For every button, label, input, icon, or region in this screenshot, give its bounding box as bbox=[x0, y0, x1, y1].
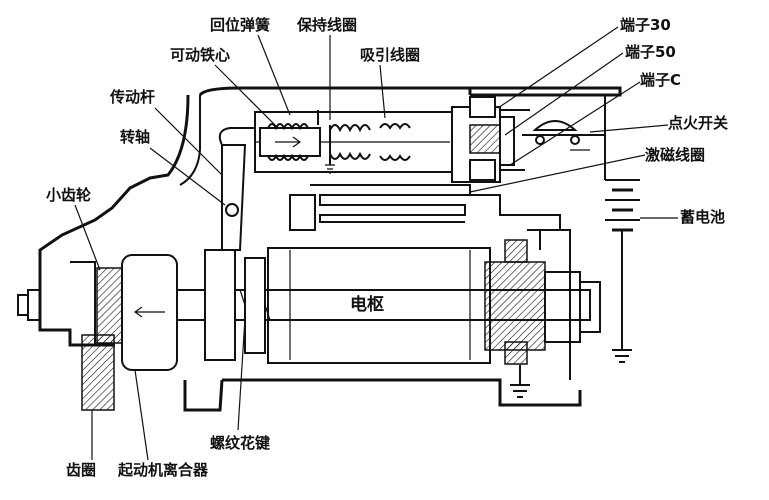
field-coil bbox=[289, 184, 561, 231]
labels: 回位弹簧 保持线圈 可动铁心 吸引线圈 传动杆 转轴 小齿轮 端子30 端子50… bbox=[46, 16, 728, 479]
label-field-coil: 激磁线圈 bbox=[645, 146, 705, 164]
clutch bbox=[121, 249, 266, 371]
label-terminal-50: 端子50 bbox=[625, 43, 676, 61]
label-spline: 螺纹花键 bbox=[210, 434, 270, 452]
terminal-block bbox=[451, 96, 530, 183]
label-armature: 电枢 bbox=[350, 294, 384, 315]
label-hold-coil: 保持线圈 bbox=[296, 16, 357, 34]
label-terminal-30: 端子30 bbox=[620, 16, 671, 34]
battery bbox=[605, 179, 640, 363]
armature bbox=[267, 229, 601, 398]
gears bbox=[81, 267, 123, 411]
leader-lines bbox=[74, 26, 678, 461]
label-terminal-c: 端子C bbox=[640, 71, 681, 89]
label-battery: 蓄电池 bbox=[680, 208, 725, 226]
housing bbox=[17, 86, 622, 412]
label-pull-coil: 吸引线圈 bbox=[360, 46, 420, 64]
label-pivot: 转轴 bbox=[120, 128, 150, 146]
label-ignition-switch: 点火开关 bbox=[668, 114, 728, 132]
drive-lever bbox=[218, 127, 255, 251]
label-small-gear: 小齿轮 bbox=[46, 186, 91, 204]
label-ring-gear: 齿圈 bbox=[66, 461, 96, 479]
label-movable-core: 可动铁心 bbox=[170, 46, 230, 64]
label-return-spring: 回位弹簧 bbox=[210, 16, 270, 34]
label-clutch: 起动机离合器 bbox=[117, 461, 209, 479]
ignition-switch bbox=[522, 95, 606, 180]
label-drive-lever: 传动杆 bbox=[109, 88, 155, 106]
solenoid bbox=[254, 110, 471, 174]
